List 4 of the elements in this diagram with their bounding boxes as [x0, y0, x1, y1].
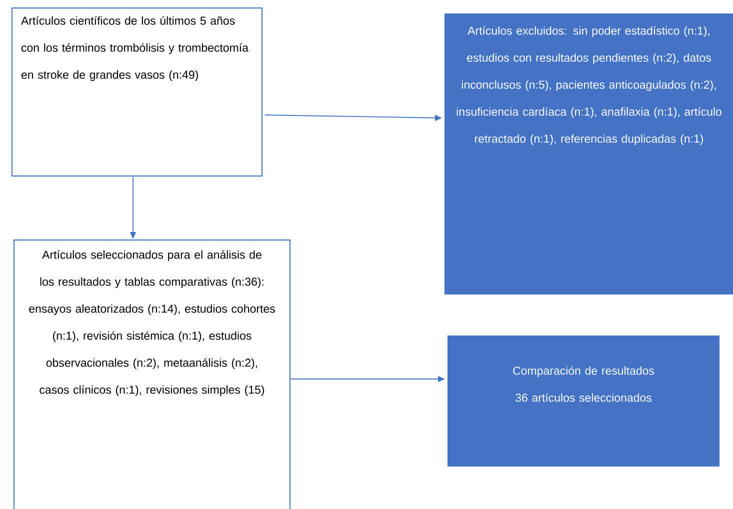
process-box: Artículos científicos de los últimos 5 años con los términos trombólisis y trombectomía en stroke de grandes vasos (n:49)	[12, 8, 262, 176]
result-box: Artículos excluidos: sin poder estadístico (n:1), estudios con resultados pendientes (n:2), datos inconclusos (n:5), pacientes anticoagulados (n:2), insuficiencia cardíaca (n:1), anafilaxia (n:1), artículo retractado (n:1), referencias duplicadas (n:1)	[444, 14, 733, 294]
process-box: Artículos seleccionados para el análisis de los resultados y tablas comparativas (n:36): ensayos aleatorizados (n:14), estudios cohortes (n:1), revisión sistémica (n:1), estudios observacionales (n:2), metaanálisis (n:2), casos clínicos (n:1), revisiones simples (15)	[14, 240, 290, 509]
result-box: Comparación de resultados 36 artículos seleccionados	[448, 336, 720, 466]
